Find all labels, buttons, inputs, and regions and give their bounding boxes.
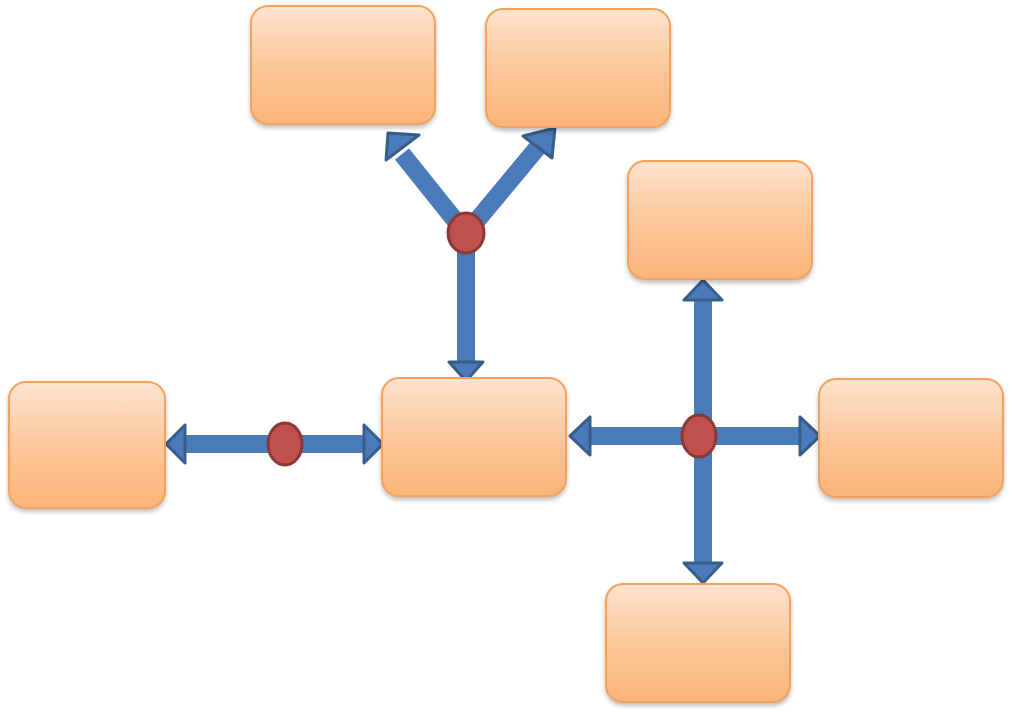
node-upper-right <box>627 160 813 280</box>
cross-left-arrowhead <box>568 415 592 457</box>
cross-connector <box>568 278 822 585</box>
cross-junction-dot <box>680 413 718 459</box>
node-bottom <box>605 583 791 703</box>
y-stem-arrowhead <box>447 360 485 383</box>
y-right-branch <box>467 141 545 230</box>
node-center <box>381 377 567 497</box>
y-split-connector <box>384 126 557 383</box>
node-left <box>8 381 166 509</box>
node-top-right <box>485 8 671 128</box>
cross-up-arrowhead <box>682 278 724 302</box>
y-left-arrowhead <box>384 131 421 162</box>
node-top-left <box>250 5 436 125</box>
cross-down-arrowhead <box>682 561 724 585</box>
left-link-right-arrowhead <box>362 423 385 465</box>
node-right <box>818 378 1004 498</box>
left-link-left-arrowhead <box>164 423 187 465</box>
y-left-branch <box>394 148 466 230</box>
left-link-junction-dot <box>266 421 304 467</box>
y-right-arrowhead <box>521 126 557 160</box>
cross-right-arrowhead <box>798 415 822 457</box>
y-junction-dot <box>446 211 486 255</box>
left-link-connector <box>164 421 385 467</box>
